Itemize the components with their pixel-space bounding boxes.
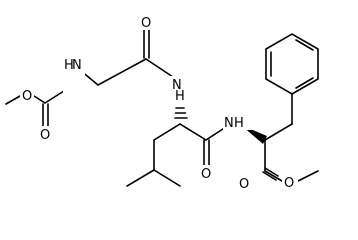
- atom-labels: O O H N O N H O N H O: [20, 14, 298, 192]
- atom-n-phe: N: [224, 116, 234, 131]
- bond-ester-co-b: [264, 167, 279, 177]
- bond-leu-ch-me2: [153, 169, 181, 187]
- bond-leu-ch-me1: [126, 169, 155, 187]
- bond-phe-calpha-ch2: [264, 123, 293, 141]
- atom-o-carbonyl-ester: O: [239, 177, 249, 192]
- atom-o-carbonyl-gly: O: [141, 16, 151, 31]
- bond-gly-c-n-leu: [145, 58, 174, 78]
- benzene-ring: [265, 33, 319, 95]
- bond-ester-o-methyl: [297, 170, 319, 182]
- bond-ester-c-o: [264, 170, 283, 182]
- bond-leu-calpha-ch2: [153, 123, 181, 141]
- atom-o-methyl-ester-right: O: [284, 176, 294, 191]
- atom-o-carbonyl-leu: O: [201, 167, 211, 182]
- atom-h-carbamate: H: [64, 58, 74, 73]
- molecule-structure: O O H N O N H O N H O: [5, 14, 319, 192]
- chemical-structure-canvas: O O H N O N H O N H O: [5, 14, 319, 192]
- bond-leu-c-n-phe: [205, 126, 227, 141]
- bond-leu-calpha-c: [179, 123, 207, 141]
- atom-n-carbamate: N: [72, 58, 82, 73]
- atom-h-phe: H: [234, 116, 244, 131]
- atom-o-methyl-ester-left: O: [22, 89, 32, 104]
- atom-o-carbonyl-carbamate: O: [40, 128, 50, 143]
- bond-methyl-o-left: [5, 95, 21, 105]
- bond-o-carbamate-c: [33, 95, 46, 104]
- bond-ch2-c-gly: [97, 58, 147, 86]
- bond-carbamate-c-n: [44, 90, 65, 104]
- bond-ester-co-a: [262, 171, 277, 181]
- atom-h-leu: H: [175, 89, 185, 104]
- atom-n-leu: N: [172, 78, 182, 93]
